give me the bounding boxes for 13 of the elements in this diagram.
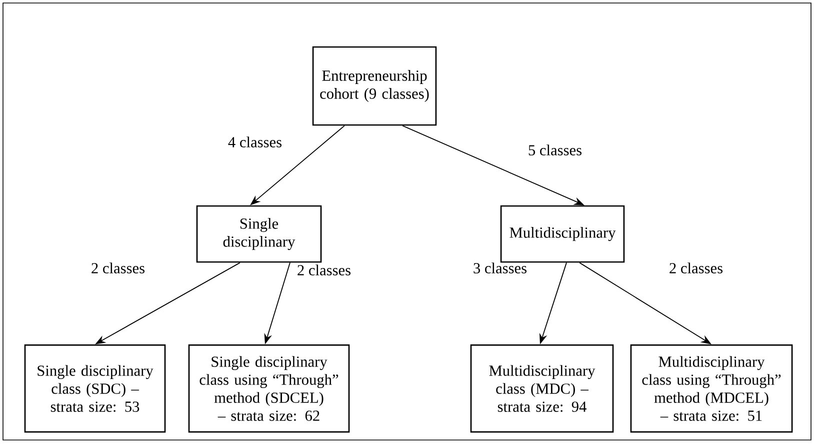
edge-label: 5 classes xyxy=(528,144,582,156)
class-box: Multidisciplinary xyxy=(500,205,625,263)
class-box: Single disciplinary class using “Through” method (SDCEL) – strata size: 62 xyxy=(188,344,350,433)
edge-label: 2 classes xyxy=(298,264,350,276)
class-box: Entrepreneurship cohort (9 classes) xyxy=(312,46,437,126)
edge-label: 4 classes xyxy=(228,136,282,148)
class-box: Multidisciplinary class (MDC) – strata size: 94 xyxy=(470,344,614,433)
class-box: Single disciplinary xyxy=(196,205,322,263)
class-box: Multidisciplinary class using “Through” method (MDCEL) – strata size: 51 xyxy=(630,344,793,433)
edge-label: 2 classes xyxy=(92,262,144,274)
edge-label: 2 classes xyxy=(670,262,722,274)
edge-label: 3 classes xyxy=(474,262,526,274)
class-box: Single disciplinary class (SDC) – strata size: 53 xyxy=(24,344,166,433)
